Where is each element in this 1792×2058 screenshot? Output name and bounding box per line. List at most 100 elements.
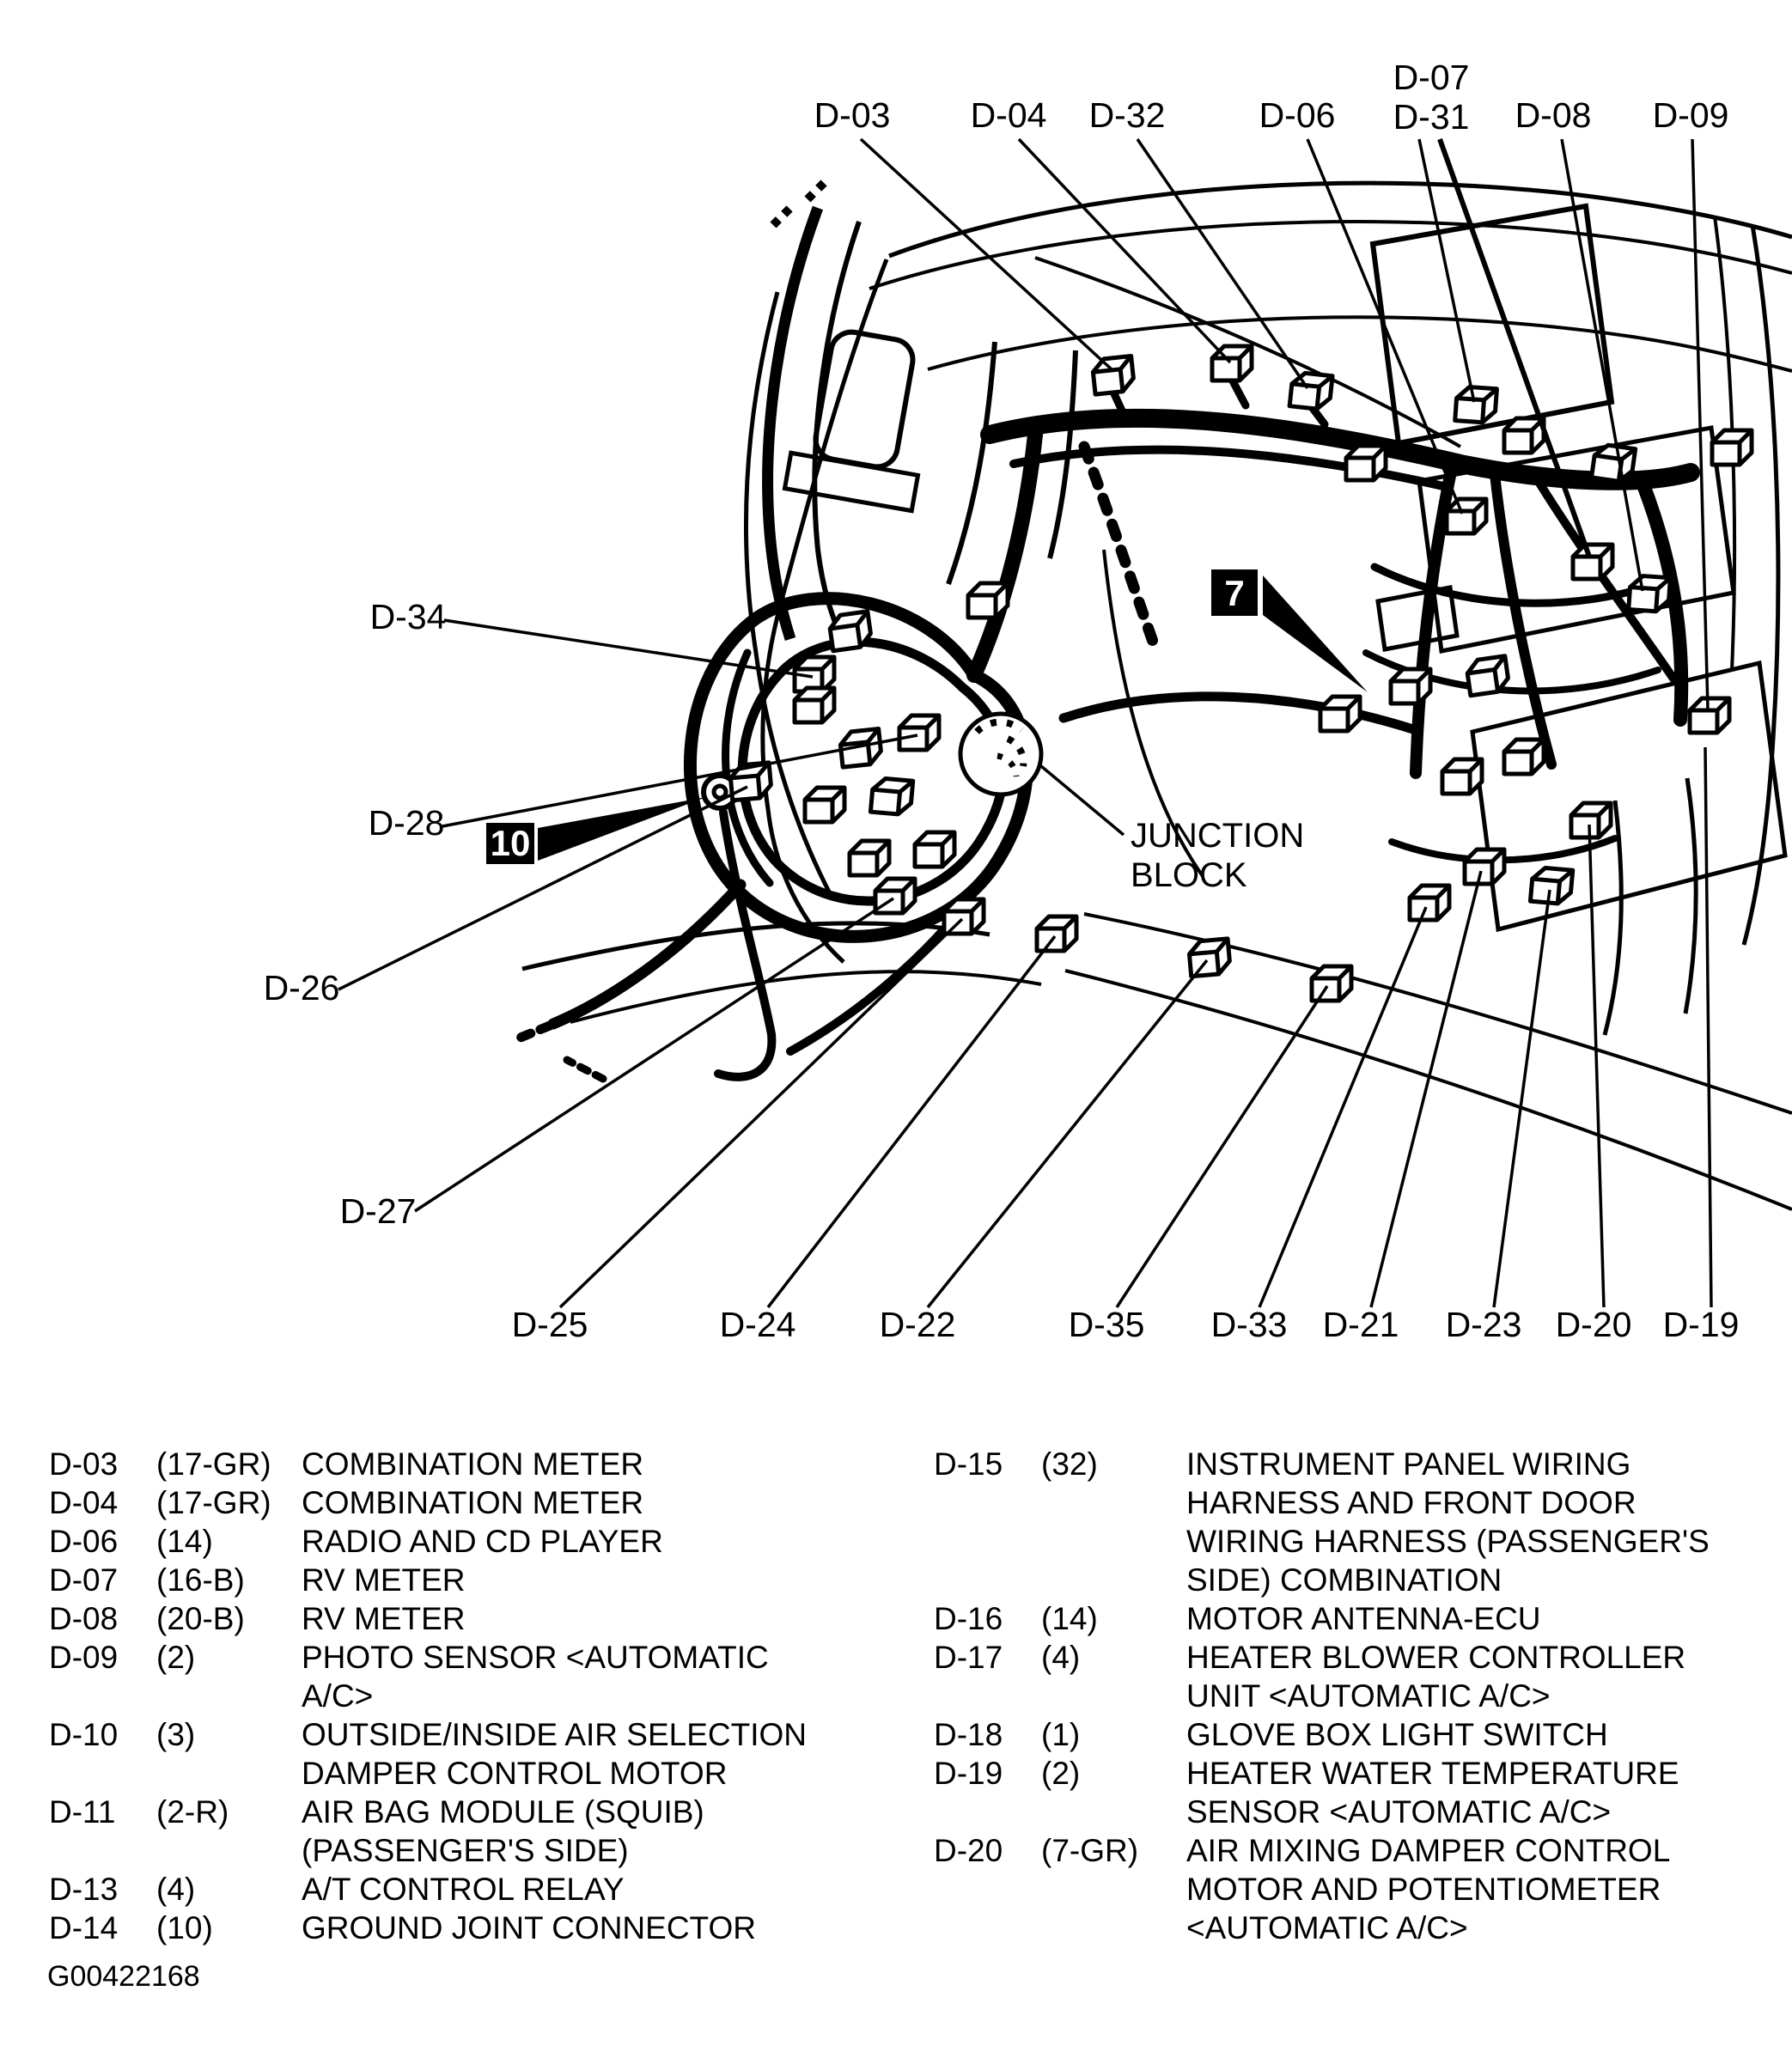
junction-block-label-line1: JUNCTION [1131, 817, 1304, 855]
legend-row: D-19 (2) HEATER WATER TEMPERATURE SENSOR <… [934, 1754, 1776, 1831]
label-d07: D-07 [1393, 58, 1470, 97]
connector-code: D-10 [49, 1717, 119, 1752]
figure-code: G00422168 [47, 1960, 200, 1993]
connector-code: D-04 [49, 1485, 119, 1520]
legend-row: D-15 (32) INSTRUMENT PANEL WIRING HARNESS … [934, 1445, 1776, 1599]
callout-10-arrow [538, 797, 706, 861]
callout-7: 7 [1211, 569, 1368, 692]
label-d19: D-19 [1663, 1305, 1740, 1344]
legend-column-left: D-03 (17-GR) COMBINATION METER D-04 (17-GR)… [49, 1445, 874, 1947]
connector-pins: (7-GR) [1041, 1833, 1139, 1868]
label-d34: D-34 [370, 597, 447, 636]
diagram-labels: D-03 D-04 D-32 D-06 D-07 D-31 D-08 D-09 … [264, 58, 1740, 1344]
connector-description: RADIO AND CD PLAYER [302, 1524, 663, 1559]
connector-pins: (1) [1041, 1717, 1081, 1752]
label-d08: D-08 [1515, 95, 1592, 135]
connector-code: D-06 [49, 1524, 119, 1559]
label-d22: D-22 [880, 1305, 956, 1344]
connector-code: D-18 [934, 1717, 1003, 1752]
legend-row: D-16 (14) MOTOR ANTENNA-ECU [934, 1599, 1776, 1638]
dashboard-outline [521, 177, 1792, 1211]
connector-pins: (14) [1041, 1601, 1098, 1636]
connector-pins: (17-GR) [156, 1485, 271, 1520]
label-d32: D-32 [1089, 95, 1166, 135]
legend-row: D-08 (20-B) RV METER [49, 1599, 874, 1638]
connector-code: D-07 [49, 1562, 119, 1598]
connector-pins: (2) [156, 1640, 196, 1675]
connector-description: HEATER WATER TEMPERATURE SENSOR <AUTOMAT… [1186, 1756, 1679, 1830]
connector-pins: (4) [1041, 1640, 1081, 1675]
label-d03: D-03 [814, 95, 891, 135]
junction-block-label-line2: BLOCK [1131, 856, 1247, 894]
legend-row: D-20 (7-GR) AIR MIXING DAMPER CONTROL MOTO… [934, 1831, 1776, 1947]
connector-description: COMBINATION METER [302, 1485, 644, 1520]
connector-description: A/T CONTROL RELAY [302, 1872, 625, 1907]
connector-description: HEATER BLOWER CONTROLLER UNIT <AUTOMATIC… [1186, 1640, 1686, 1714]
label-d27: D-27 [340, 1191, 417, 1231]
label-d35: D-35 [1069, 1305, 1145, 1344]
callout-10: 10 [486, 797, 706, 864]
legend-row: D-13 (4) A/T CONTROL RELAY [49, 1870, 874, 1909]
connector-pins: (4) [156, 1872, 196, 1907]
connector-description: GLOVE BOX LIGHT SWITCH [1186, 1717, 1608, 1752]
connector-code: D-20 [934, 1833, 1003, 1868]
connector-code: D-15 [934, 1446, 1003, 1482]
connector-pins: (2) [1041, 1756, 1081, 1791]
connector-code: D-03 [49, 1446, 119, 1482]
connector-code: D-11 [49, 1794, 116, 1830]
legend-row: D-14 (10) GROUND JOINT CONNECTOR [49, 1909, 874, 1947]
legend-row: D-06 (14) RADIO AND CD PLAYER [49, 1522, 874, 1561]
connector-code: D-09 [49, 1640, 119, 1675]
connector-code: D-19 [934, 1756, 1003, 1791]
connector-code: D-08 [49, 1601, 119, 1636]
connector-pins: (3) [156, 1717, 196, 1752]
callout-7-arrow [1263, 575, 1368, 692]
label-d09: D-09 [1653, 95, 1729, 135]
junction-block [958, 711, 1044, 797]
connector-pins: (17-GR) [156, 1446, 271, 1482]
legend-row: D-04 (17-GR) COMBINATION METER [49, 1483, 874, 1522]
connector-description: INSTRUMENT PANEL WIRING HARNESS AND FRON… [1186, 1446, 1710, 1598]
callout-10-number: 10 [491, 823, 531, 863]
label-d28: D-28 [369, 803, 445, 843]
legend-row: D-17 (4) HEATER BLOWER CONTROLLER UNIT <AU… [934, 1638, 1776, 1715]
connector-pins: (32) [1041, 1446, 1098, 1482]
connector-pins: (14) [156, 1524, 213, 1559]
legend-row: D-07 (16-B) RV METER [49, 1561, 874, 1599]
legend-column-right: D-15 (32) INSTRUMENT PANEL WIRING HARNESS … [934, 1445, 1776, 1947]
connector-pins: (20-B) [156, 1601, 245, 1636]
label-d21: D-21 [1323, 1305, 1399, 1344]
connector-description: AIR BAG MODULE (SQUIB) (PASSENGER'S SIDE… [302, 1794, 704, 1868]
label-d20: D-20 [1556, 1305, 1632, 1344]
label-d04: D-04 [971, 95, 1047, 135]
wiring-harness [507, 372, 1700, 1083]
connector-pins: (10) [156, 1910, 213, 1945]
connector-code: D-13 [49, 1872, 119, 1907]
label-d26: D-26 [264, 968, 340, 1008]
legend-row: D-11 (2-R) AIR BAG MODULE (SQUIB) (PASSENG… [49, 1793, 874, 1870]
legend-row: D-09 (2) PHOTO SENSOR <AUTOMATIC A/C> [49, 1638, 874, 1715]
label-d23: D-23 [1446, 1305, 1522, 1344]
connector-description: AIR MIXING DAMPER CONTROL MOTOR AND POTE… [1186, 1833, 1669, 1945]
label-d25: D-25 [512, 1305, 588, 1344]
connector-code: D-17 [934, 1640, 1003, 1675]
connector-description: GROUND JOINT CONNECTOR [302, 1910, 756, 1945]
leader-lines [338, 137, 1713, 1309]
connector-description: PHOTO SENSOR <AUTOMATIC A/C> [302, 1640, 769, 1714]
label-d33: D-33 [1211, 1305, 1288, 1344]
connector-description: RV METER [302, 1601, 466, 1636]
connector-pins: (16-B) [156, 1562, 245, 1598]
legend-row: D-03 (17-GR) COMBINATION METER [49, 1445, 874, 1483]
connector-code: D-14 [49, 1910, 119, 1945]
wiring-diagram-figure: 7 10 D-03 D-04 D-32 D-06 D-07 D-31 D-08 … [264, 58, 1792, 1344]
connector-description: COMBINATION METER [302, 1446, 644, 1482]
connector-code: D-16 [934, 1601, 1003, 1636]
connector-pins: (2-R) [156, 1794, 229, 1830]
connector-description: RV METER [302, 1562, 466, 1598]
callout-7-number: 7 [1224, 573, 1244, 613]
connector-description: MOTOR ANTENNA-ECU [1186, 1601, 1541, 1636]
label-d24: D-24 [720, 1305, 796, 1344]
legend-row: D-10 (3) OUTSIDE/INSIDE AIR SELECTION DAMP… [49, 1715, 874, 1793]
connector-description: OUTSIDE/INSIDE AIR SELECTION DAMPER CONT… [302, 1717, 808, 1791]
